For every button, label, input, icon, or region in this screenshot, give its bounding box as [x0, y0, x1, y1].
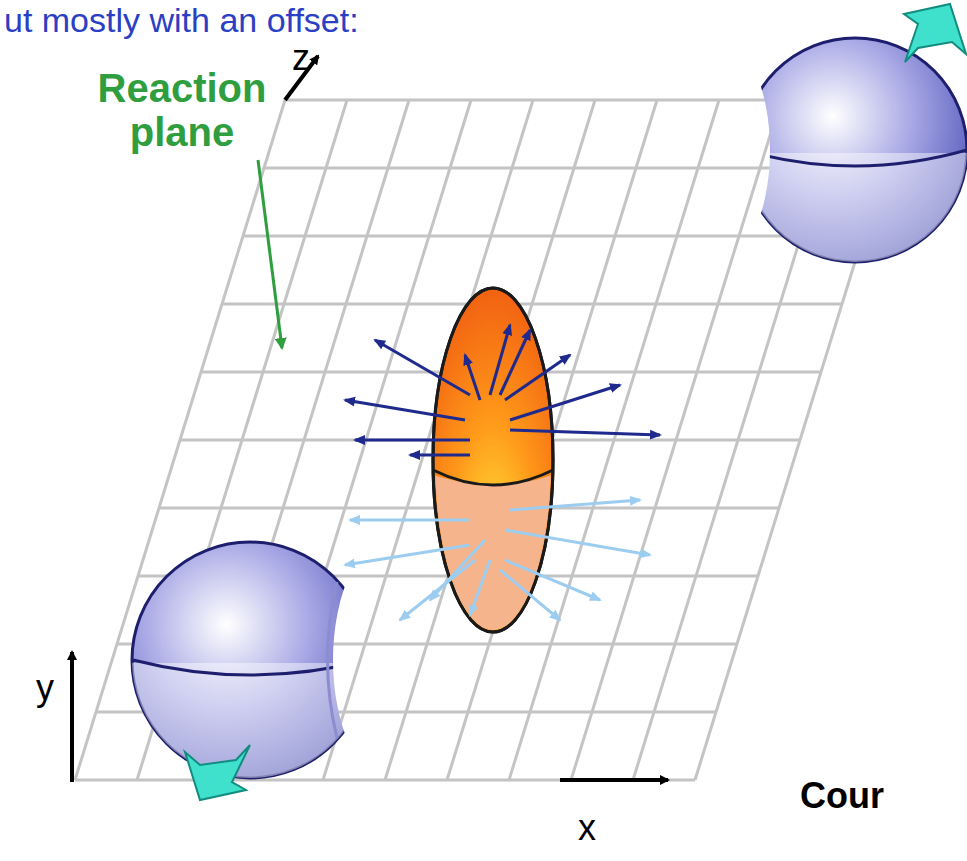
axis-label: y [36, 668, 54, 708]
axis-label: z [292, 38, 310, 78]
axis-label: x [578, 808, 596, 848]
heading-fragment: ut mostly with an offset: [4, 2, 359, 39]
plane-label: Reaction plane [82, 66, 282, 154]
grid-line [571, 100, 781, 780]
credit-fragment: Cour [800, 776, 884, 816]
